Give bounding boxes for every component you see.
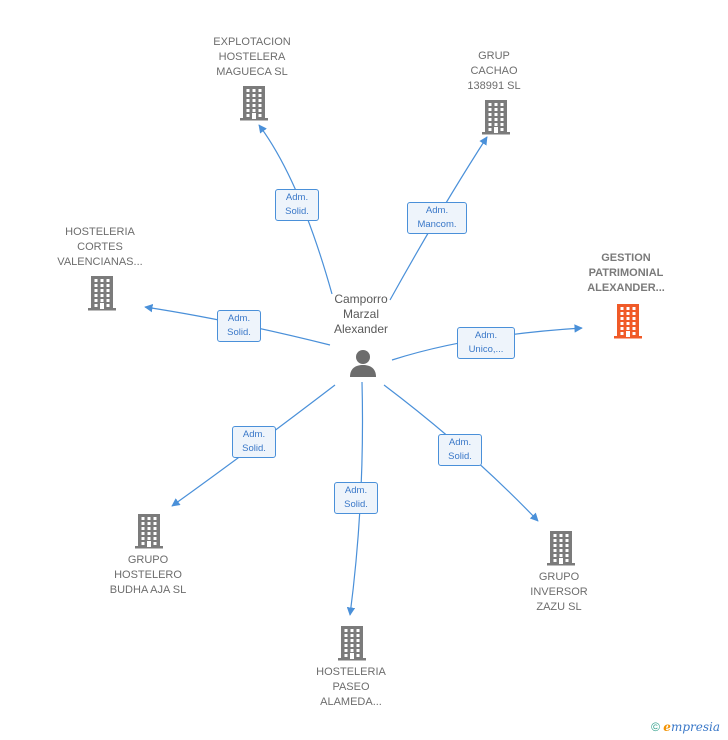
edge-label-zazu: Adm. Solid. — [438, 434, 482, 466]
building-icon[interactable] — [545, 530, 577, 571]
brand-initial: e — [663, 720, 671, 734]
node-label-cachao[interactable]: GRUP CACHAO 138991 SL — [467, 50, 521, 92]
node-label-explotacion[interactable]: EXPLOTACION HOSTELERA MAGUECA SL — [213, 36, 291, 78]
person-icon[interactable] — [348, 348, 378, 378]
node-label-cortes[interactable]: HOSTELERIA CORTES VALENCIANAS... — [57, 226, 143, 268]
node-label-paseo[interactable]: HOSTELERIA PASEO ALAMEDA... — [316, 666, 386, 708]
building-icon[interactable] — [480, 99, 512, 140]
brand-name: mpresia — [670, 720, 720, 734]
edge-label-cachao: Adm. Mancom. — [407, 202, 467, 234]
footer-brand[interactable]: © empresia — [651, 720, 720, 734]
building-icon[interactable] — [612, 303, 644, 344]
node-label-zazu[interactable]: GRUPO INVERSOR ZAZU SL — [530, 571, 588, 613]
edge-label-paseo: Adm. Solid. — [334, 482, 378, 514]
center-person-label[interactable]: Camporro Marzal Alexander — [333, 292, 389, 336]
node-label-gestion[interactable]: GESTION PATRIMONIAL ALEXANDER... — [587, 252, 665, 294]
edge-label-gestion: Adm. Unico,... — [457, 327, 515, 359]
building-icon[interactable] — [133, 513, 165, 554]
building-icon[interactable] — [238, 85, 270, 126]
copyright-symbol: © — [651, 720, 660, 734]
building-icon[interactable] — [336, 625, 368, 666]
edge-label-budha: Adm. Solid. — [232, 426, 276, 458]
edge-label-cortes: Adm. Solid. — [217, 310, 261, 342]
node-label-budha[interactable]: GRUPO HOSTELERO BUDHA AJA SL — [109, 554, 187, 596]
edge-label-explotacion: Adm. Solid. — [275, 189, 319, 221]
building-icon[interactable] — [86, 275, 118, 316]
